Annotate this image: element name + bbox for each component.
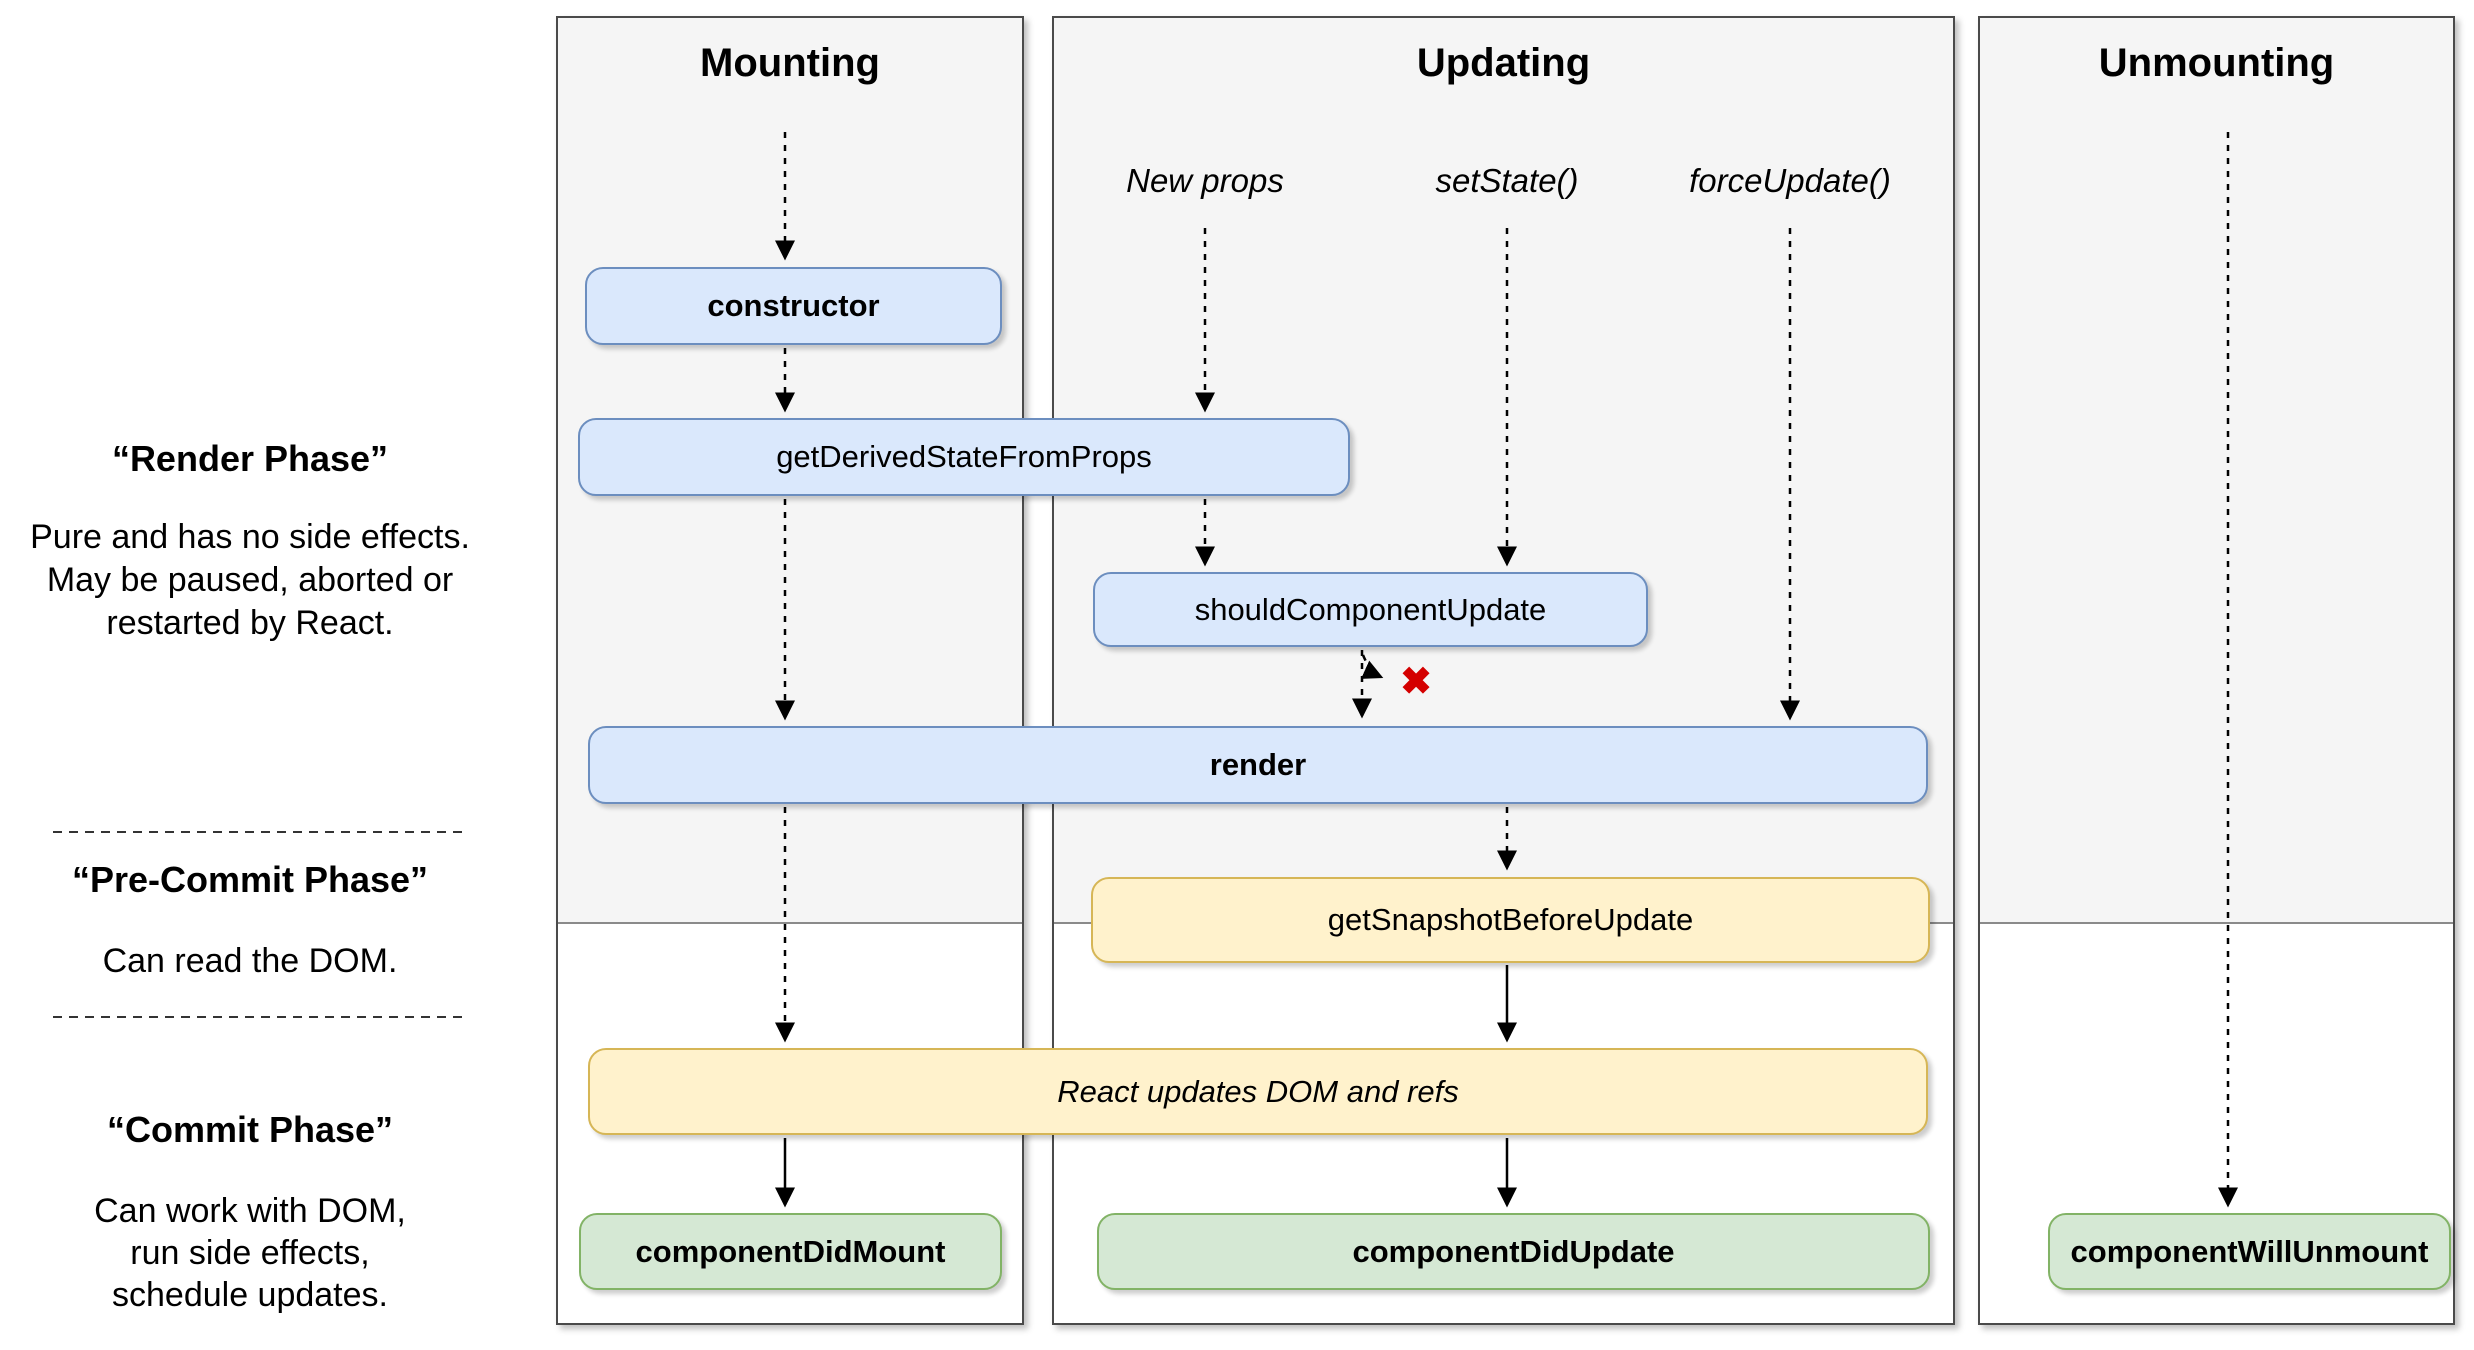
node-get-derived-state-from-props: getDerivedStateFromProps — [578, 418, 1350, 496]
node-react-updates-dom-and-refs: React updates DOM and refs — [588, 1048, 1928, 1135]
node-constructor: constructor — [585, 267, 1002, 345]
commit-phase-line-2: run side effects, — [130, 1234, 370, 1272]
commit-phase-title: “Commit Phase” — [106, 1109, 394, 1150]
precommit-phase-description: Can read the DOM. — [10, 940, 490, 983]
precommit-phase-title: “Pre-Commit Phase” — [71, 859, 429, 900]
mounting-column-title: Mounting — [700, 41, 880, 85]
render-phase-line-3: restarted by React. — [106, 604, 394, 642]
node-component-did-mount: componentDidMount — [579, 1213, 1002, 1290]
render-phase-line-2: May be paused, aborted or — [46, 561, 454, 599]
node-get-snapshot-before-update: getSnapshotBeforeUpdate — [1091, 877, 1930, 963]
trigger-new-props: New props — [1126, 162, 1284, 199]
commit-phase-description: Can work with DOM, run side effects, sch… — [10, 1190, 490, 1316]
skip-update-x-icon: ✖ — [1400, 660, 1432, 703]
trigger-set-state: setState() — [1435, 162, 1579, 199]
node-render: render — [588, 726, 1928, 804]
commit-phase-line-1: Can work with DOM, — [94, 1192, 406, 1230]
render-phase-title: “Render Phase” — [111, 438, 389, 479]
render-phase-description: Pure and has no side effects. May be pau… — [10, 516, 490, 645]
unmounting-column-title: Unmounting — [2098, 41, 2335, 85]
node-should-component-update: shouldComponentUpdate — [1093, 572, 1648, 647]
node-component-will-unmount: componentWillUnmount — [2048, 1213, 2451, 1290]
unmounting-column: Unmounting — [1978, 16, 2455, 1325]
trigger-force-update: forceUpdate() — [1689, 162, 1891, 199]
node-component-did-update: componentDidUpdate — [1097, 1213, 1930, 1290]
commit-phase-line-3: schedule updates. — [112, 1276, 388, 1314]
updating-column-title: Updating — [1416, 41, 1591, 85]
render-phase-line-1: Pure and has no side effects. — [30, 518, 470, 556]
unmounting-render-phase-background — [1980, 18, 2453, 924]
precommit-phase-line-1: Can read the DOM. — [102, 942, 398, 980]
